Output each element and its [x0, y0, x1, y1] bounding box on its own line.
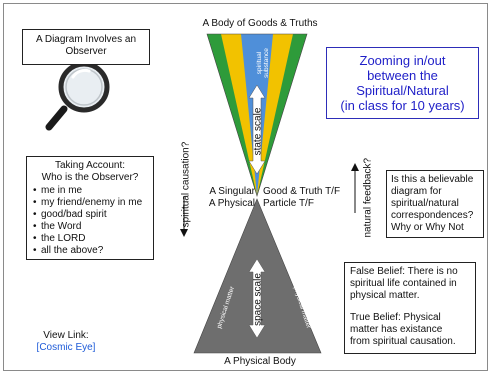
- upper-cone-outline: [206, 33, 308, 198]
- top-label: A Body of Goods & Truths: [202, 18, 318, 29]
- account-title-line2: Who is the Observer?: [41, 172, 139, 183]
- zoom-line2: between the: [367, 68, 438, 83]
- good-truth-line1: Good & Truth T/F: [263, 186, 341, 197]
- bottom-label: A Physical Body: [224, 356, 296, 367]
- account-title-line1: Taking Account:: [54, 160, 126, 171]
- believe-line1: Is this a believable: [391, 174, 474, 185]
- spiritual-substance-label: spiritual substance: [256, 48, 270, 78]
- diagram-frame: A Body of Goods & Truths A Physical Body…: [3, 3, 488, 371]
- singular-line1: A Singular: [209, 186, 255, 197]
- list-item: my friend/enemy in me: [33, 197, 149, 209]
- view-link-label: View Link:: [43, 330, 89, 341]
- magnifying-glass-icon: [45, 61, 110, 131]
- observer-box: A Diagram Involves an Observer: [22, 29, 150, 65]
- singular-line2: A Physical: [208, 198, 255, 209]
- list-item: all the above?: [33, 245, 149, 257]
- space-scale-arrow: [248, 258, 266, 339]
- observer-list: me in me my friend/enemy in me good/bad …: [31, 185, 149, 257]
- true-line1: True Belief: Physical: [350, 312, 441, 323]
- false-line1: False Belief: There is no: [350, 266, 458, 277]
- belief-spacer: [350, 302, 470, 312]
- space-scale-label: space scale: [252, 273, 264, 326]
- true-line2: matter has existance: [350, 324, 443, 335]
- state-scale-arrow: [248, 84, 266, 175]
- zoom-line4: (in class for 10 years): [340, 98, 465, 113]
- true-line3: from spiritual causation.: [350, 336, 456, 347]
- believe-line3: spiritual/natural: [391, 198, 459, 209]
- zoom-line1: Zooming in/out: [359, 53, 446, 68]
- account-box: Taking Account: Who is the Observer? me …: [26, 156, 154, 260]
- singular-label: A Singular A Physical: [201, 186, 255, 210]
- good-truth-label: Good & Truth T/F Particle T/F: [263, 186, 353, 210]
- zoom-line3: Spiritual/Natural: [356, 83, 449, 98]
- list-item: the LORD: [33, 233, 149, 245]
- false-line2: spiritual life contained in: [350, 278, 457, 289]
- zoom-box: Zooming in/out between the Spiritual/Nat…: [326, 47, 479, 119]
- cosmic-eye-link[interactable]: [Cosmic Eye]: [36, 342, 96, 353]
- view-link-block: View Link: [Cosmic Eye]: [28, 330, 104, 354]
- false-line3: physical matter.: [350, 290, 420, 301]
- good-truth-line2: Particle T/F: [263, 198, 314, 209]
- spiritual-causation-label: spiritual causation?: [180, 141, 192, 228]
- state-scale-label: state scale: [252, 107, 264, 156]
- spiritual-causation-arrow: [180, 196, 188, 237]
- believable-box: Is this a believable diagram for spiritu…: [386, 170, 484, 238]
- list-item: the Word: [33, 221, 149, 233]
- natural-feedback-label: natural feedback?: [362, 157, 374, 238]
- natural-feedback-arrow: [351, 163, 359, 213]
- belief-box: False Belief: There is no spiritual life…: [344, 262, 476, 354]
- believe-line5: Why or Why Not: [391, 222, 464, 233]
- believe-line2: diagram for: [391, 186, 442, 197]
- believe-line4: correspondences?: [391, 210, 474, 221]
- list-item: good/bad spirit: [33, 209, 149, 221]
- observer-text: A Diagram Involves an Observer: [35, 34, 137, 57]
- list-item: me in me: [33, 185, 149, 197]
